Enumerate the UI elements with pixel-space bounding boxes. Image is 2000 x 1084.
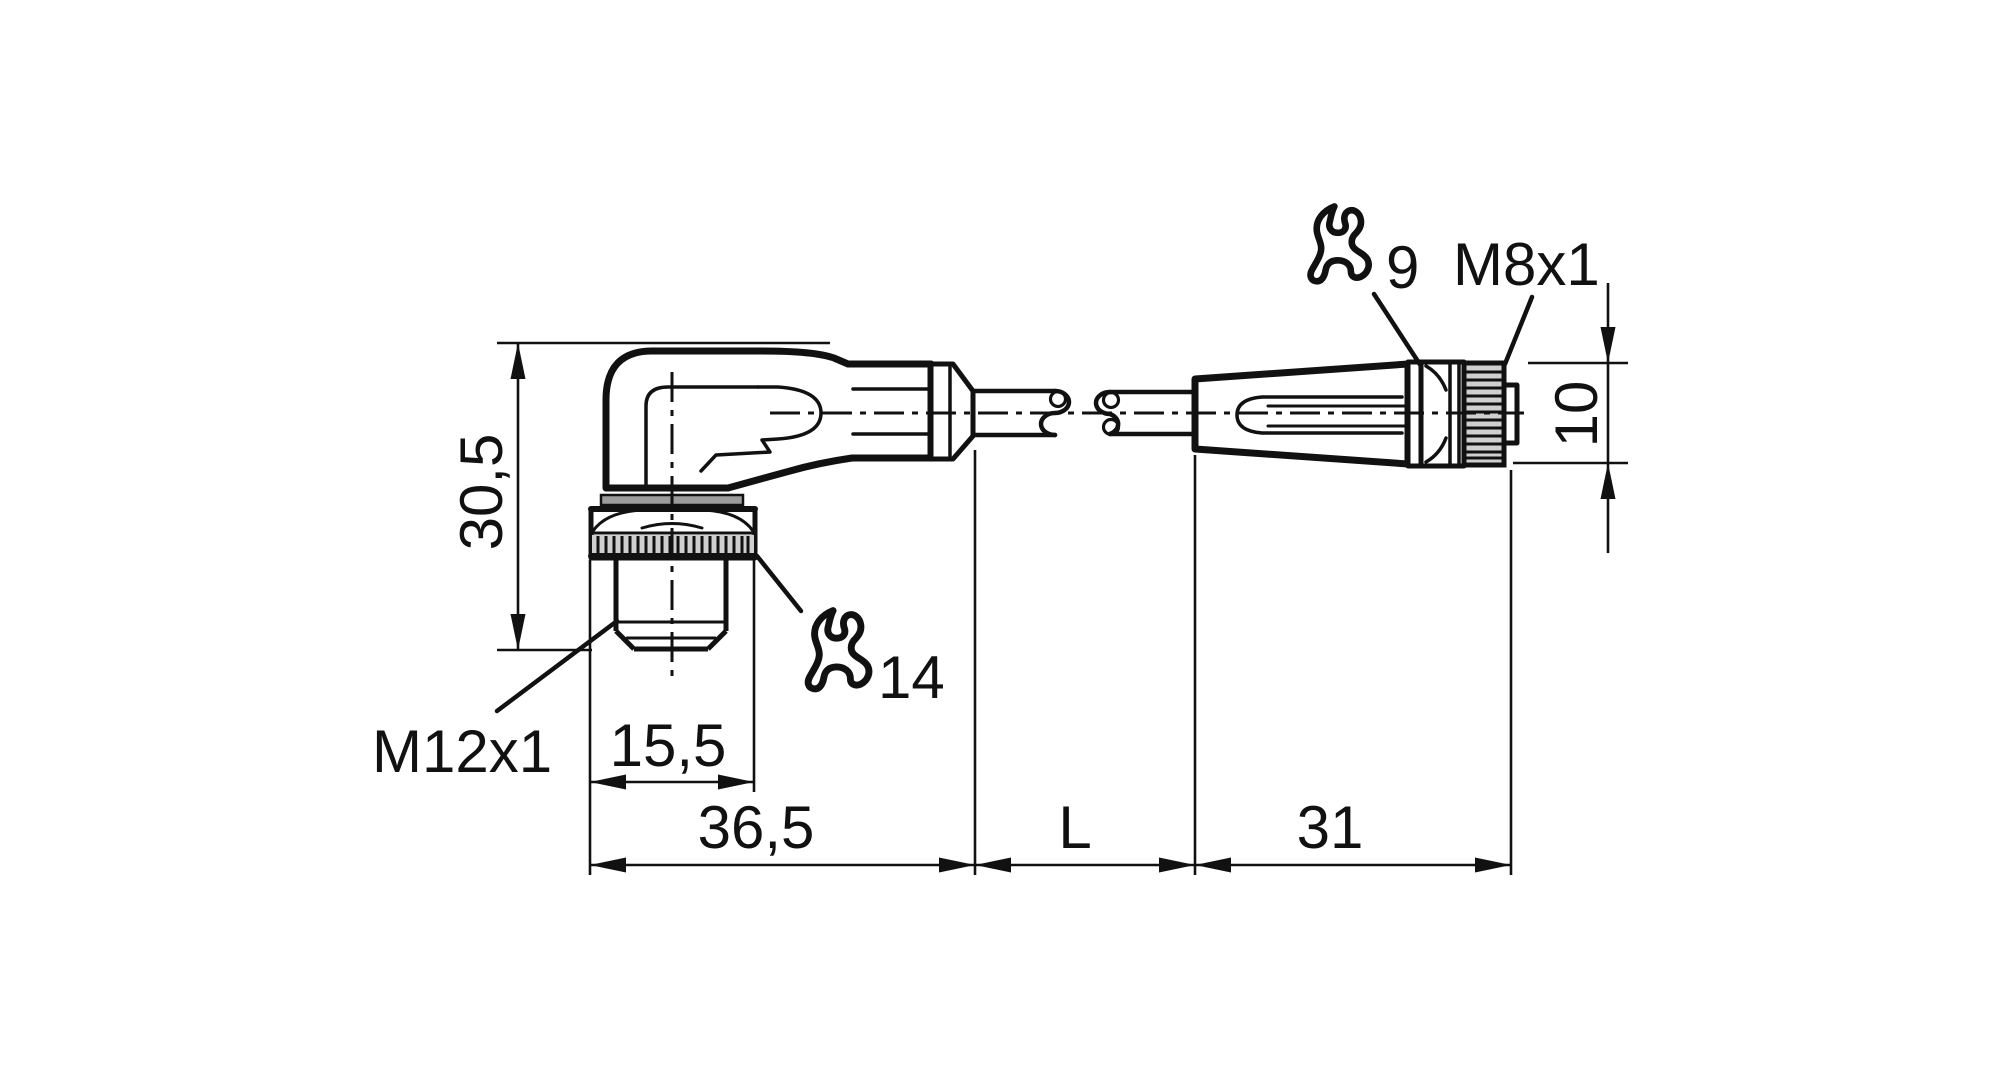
arrow-down	[1600, 327, 1616, 363]
arrow-left	[590, 774, 626, 790]
arrow-left	[590, 857, 626, 873]
dimension-annotations: 30,5 15,5 36,5 L 31 10	[448, 283, 1628, 875]
cable-break-curl	[1048, 389, 1068, 409]
arrow-left	[975, 857, 1011, 873]
wrench-9-leader-line	[1371, 291, 1424, 369]
arrow-right	[718, 774, 754, 790]
arrow-up	[510, 343, 526, 379]
arrow-down	[510, 614, 526, 650]
arrow-right	[1475, 857, 1511, 873]
dim-l-label: L	[1058, 794, 1091, 861]
m8-leader-line	[1502, 294, 1535, 367]
nut-profile-arc-mid	[640, 522, 704, 530]
wrench-size-14: 14	[754, 553, 945, 711]
wrench-size-9-label: 9	[1386, 234, 1419, 301]
wrench-icon	[804, 607, 873, 693]
m12-thread-label: M12x1	[372, 718, 552, 785]
m8-knurl-hatch	[1466, 370, 1502, 460]
m12-leader-line	[494, 618, 620, 714]
m12-connector-body	[602, 347, 935, 492]
elbow-inner-line	[644, 385, 760, 489]
thread-labels: M12x1 M8x1	[372, 231, 1600, 785]
cable-break-curl	[1101, 417, 1121, 437]
wrench-size-14-label: 14	[878, 644, 945, 711]
dim-36-5-label: 36,5	[698, 794, 815, 861]
wrench-14-leader-line	[754, 553, 804, 614]
boot-nose-line	[699, 385, 823, 473]
arrow-right	[1159, 857, 1195, 873]
nut-knurl-hatch	[596, 536, 750, 554]
arrow-right	[939, 857, 975, 873]
nut-profile-arc-left	[591, 508, 644, 533]
dim-10-label: 10	[1543, 381, 1610, 448]
m12-angled-connector	[588, 347, 976, 680]
arrow-up	[1600, 463, 1616, 499]
grip-inner-bullet	[1235, 395, 1404, 435]
dim-30-5-label: 30,5	[448, 434, 515, 551]
dim-31-label: 31	[1297, 794, 1364, 861]
nut-profile-arc-right	[702, 508, 755, 533]
hex-arc-top	[1424, 364, 1448, 392]
wrench-icon	[1307, 203, 1372, 285]
arrow-left	[1195, 857, 1231, 873]
m8-thread-label: M8x1	[1453, 231, 1600, 298]
cable-break-curl	[1101, 390, 1121, 410]
hex-arc-bottom	[1424, 436, 1448, 464]
wrench-size-9: 9	[1307, 203, 1424, 369]
dim-15-5-label: 15,5	[610, 712, 727, 779]
